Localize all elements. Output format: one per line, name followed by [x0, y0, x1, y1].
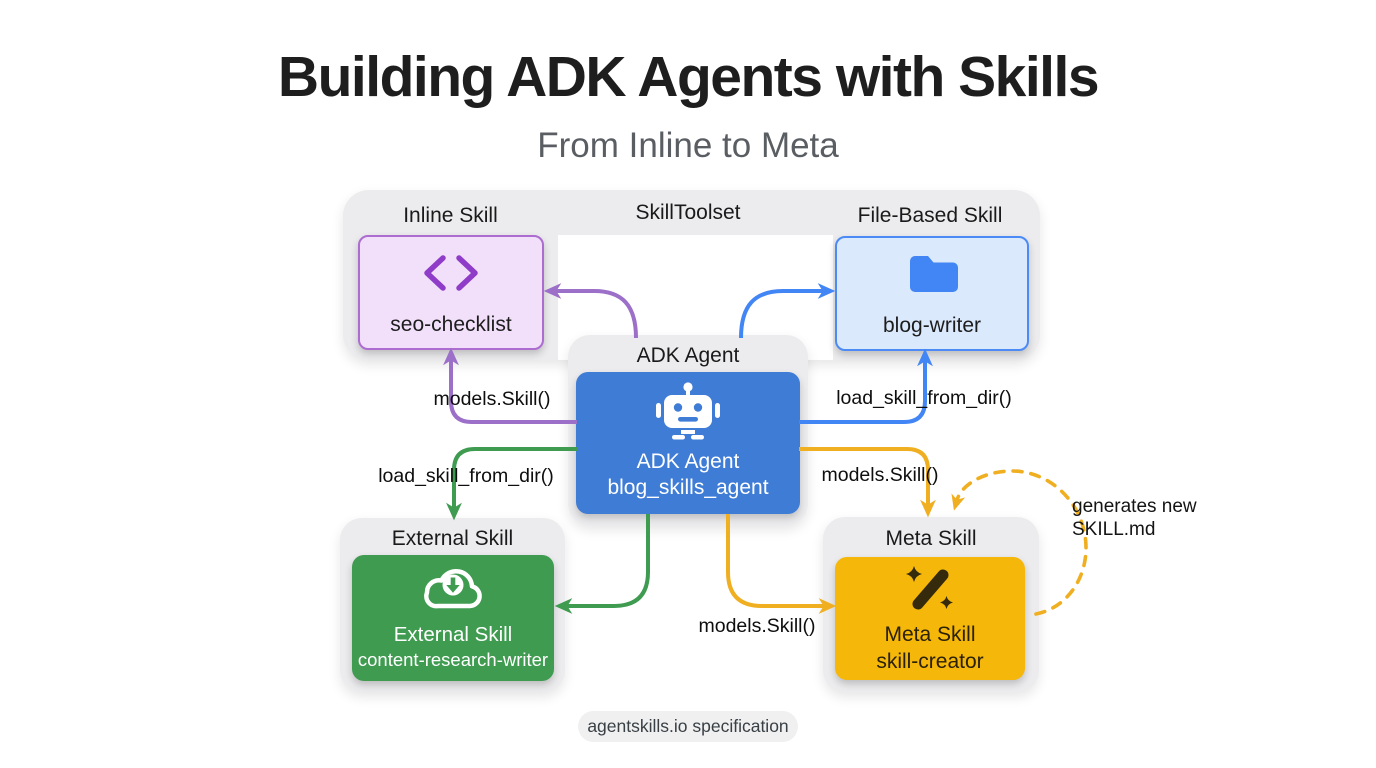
edge-label-load-skill-external: load_skill_from_dir()	[378, 465, 554, 487]
blog-writer-label: blog-writer	[882, 314, 982, 337]
seo-checklist-label: seo-checklist	[390, 313, 512, 336]
external-skill-box-title: External Skill	[393, 623, 513, 646]
external-skill-box-name: content-research-writer	[357, 649, 549, 670]
magic-wand-icon	[906, 566, 953, 610]
loop-annotation-line1: generates new	[1072, 496, 1197, 517]
adk-agent-box-title: ADK Agent	[636, 450, 740, 473]
edge-label-load-skill-file: load_skill_from_dir()	[836, 387, 1012, 409]
code-chevrons-icon	[424, 255, 478, 291]
external-skill-node: External Skill content-research-writer	[352, 555, 554, 681]
edge-label-models-skill-meta-bottom: models.Skill()	[698, 615, 816, 637]
seo-checklist-node: seo-checklist	[358, 235, 544, 350]
loop-annotation: generates new SKILL.md	[1072, 496, 1272, 541]
meta-skill-box-name: skill-creator	[876, 650, 984, 673]
cloud-download-icon	[424, 569, 482, 609]
loop-annotation-line2: SKILL.md	[1072, 518, 1156, 540]
blog-writer-node: blog-writer	[835, 236, 1029, 351]
arrow-adk-to-external-bottom	[554, 514, 650, 614]
adk-agent-group-label: ADK Agent	[636, 344, 740, 367]
edge-label-models-skill-meta-top: models.Skill()	[821, 464, 939, 486]
page-subtitle: From Inline to Meta	[537, 126, 839, 165]
edge-label-models-skill-inline: models.Skill()	[433, 388, 551, 410]
skilltoolset-group-label: SkillToolset	[635, 201, 741, 224]
spec-badge: agentskills.io specification	[578, 711, 798, 742]
page-title: Building ADK Agents with Skills	[277, 45, 1100, 109]
folder-icon	[910, 256, 958, 292]
inline-skill-group-label: Inline Skill	[403, 204, 498, 227]
robot-icon	[656, 382, 720, 440]
adk-agent-node: ADK Agent blog_skills_agent	[576, 372, 800, 514]
arrow-adk-to-meta-bottom	[726, 514, 837, 614]
meta-skill-box-title: Meta Skill	[884, 623, 976, 646]
meta-skill-group-label: Meta Skill	[885, 527, 977, 550]
file-based-skill-group-label: File-Based Skill	[857, 204, 1003, 227]
adk-agent-box-name: blog_skills_agent	[607, 476, 769, 499]
meta-skill-node: Meta Skill skill-creator	[835, 557, 1025, 680]
external-skill-group-label: External Skill	[391, 527, 514, 550]
